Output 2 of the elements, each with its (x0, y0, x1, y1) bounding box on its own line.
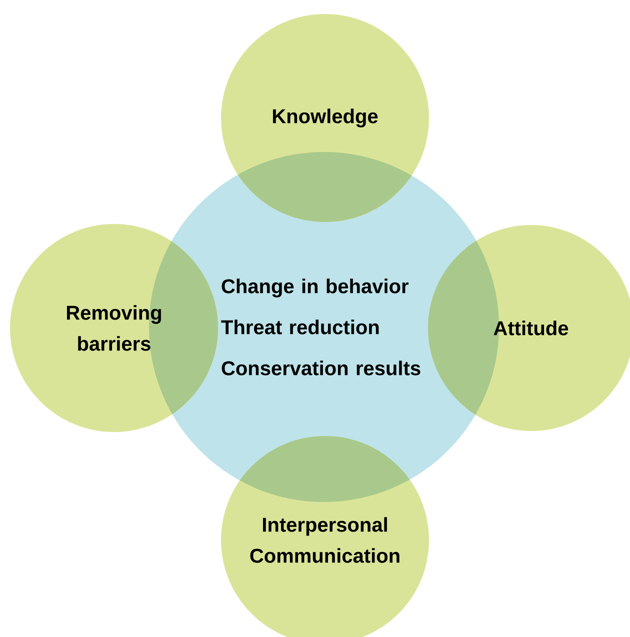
node-label: Interpersonal Communication (250, 517, 400, 563)
node-label: Knowledge (273, 108, 378, 128)
